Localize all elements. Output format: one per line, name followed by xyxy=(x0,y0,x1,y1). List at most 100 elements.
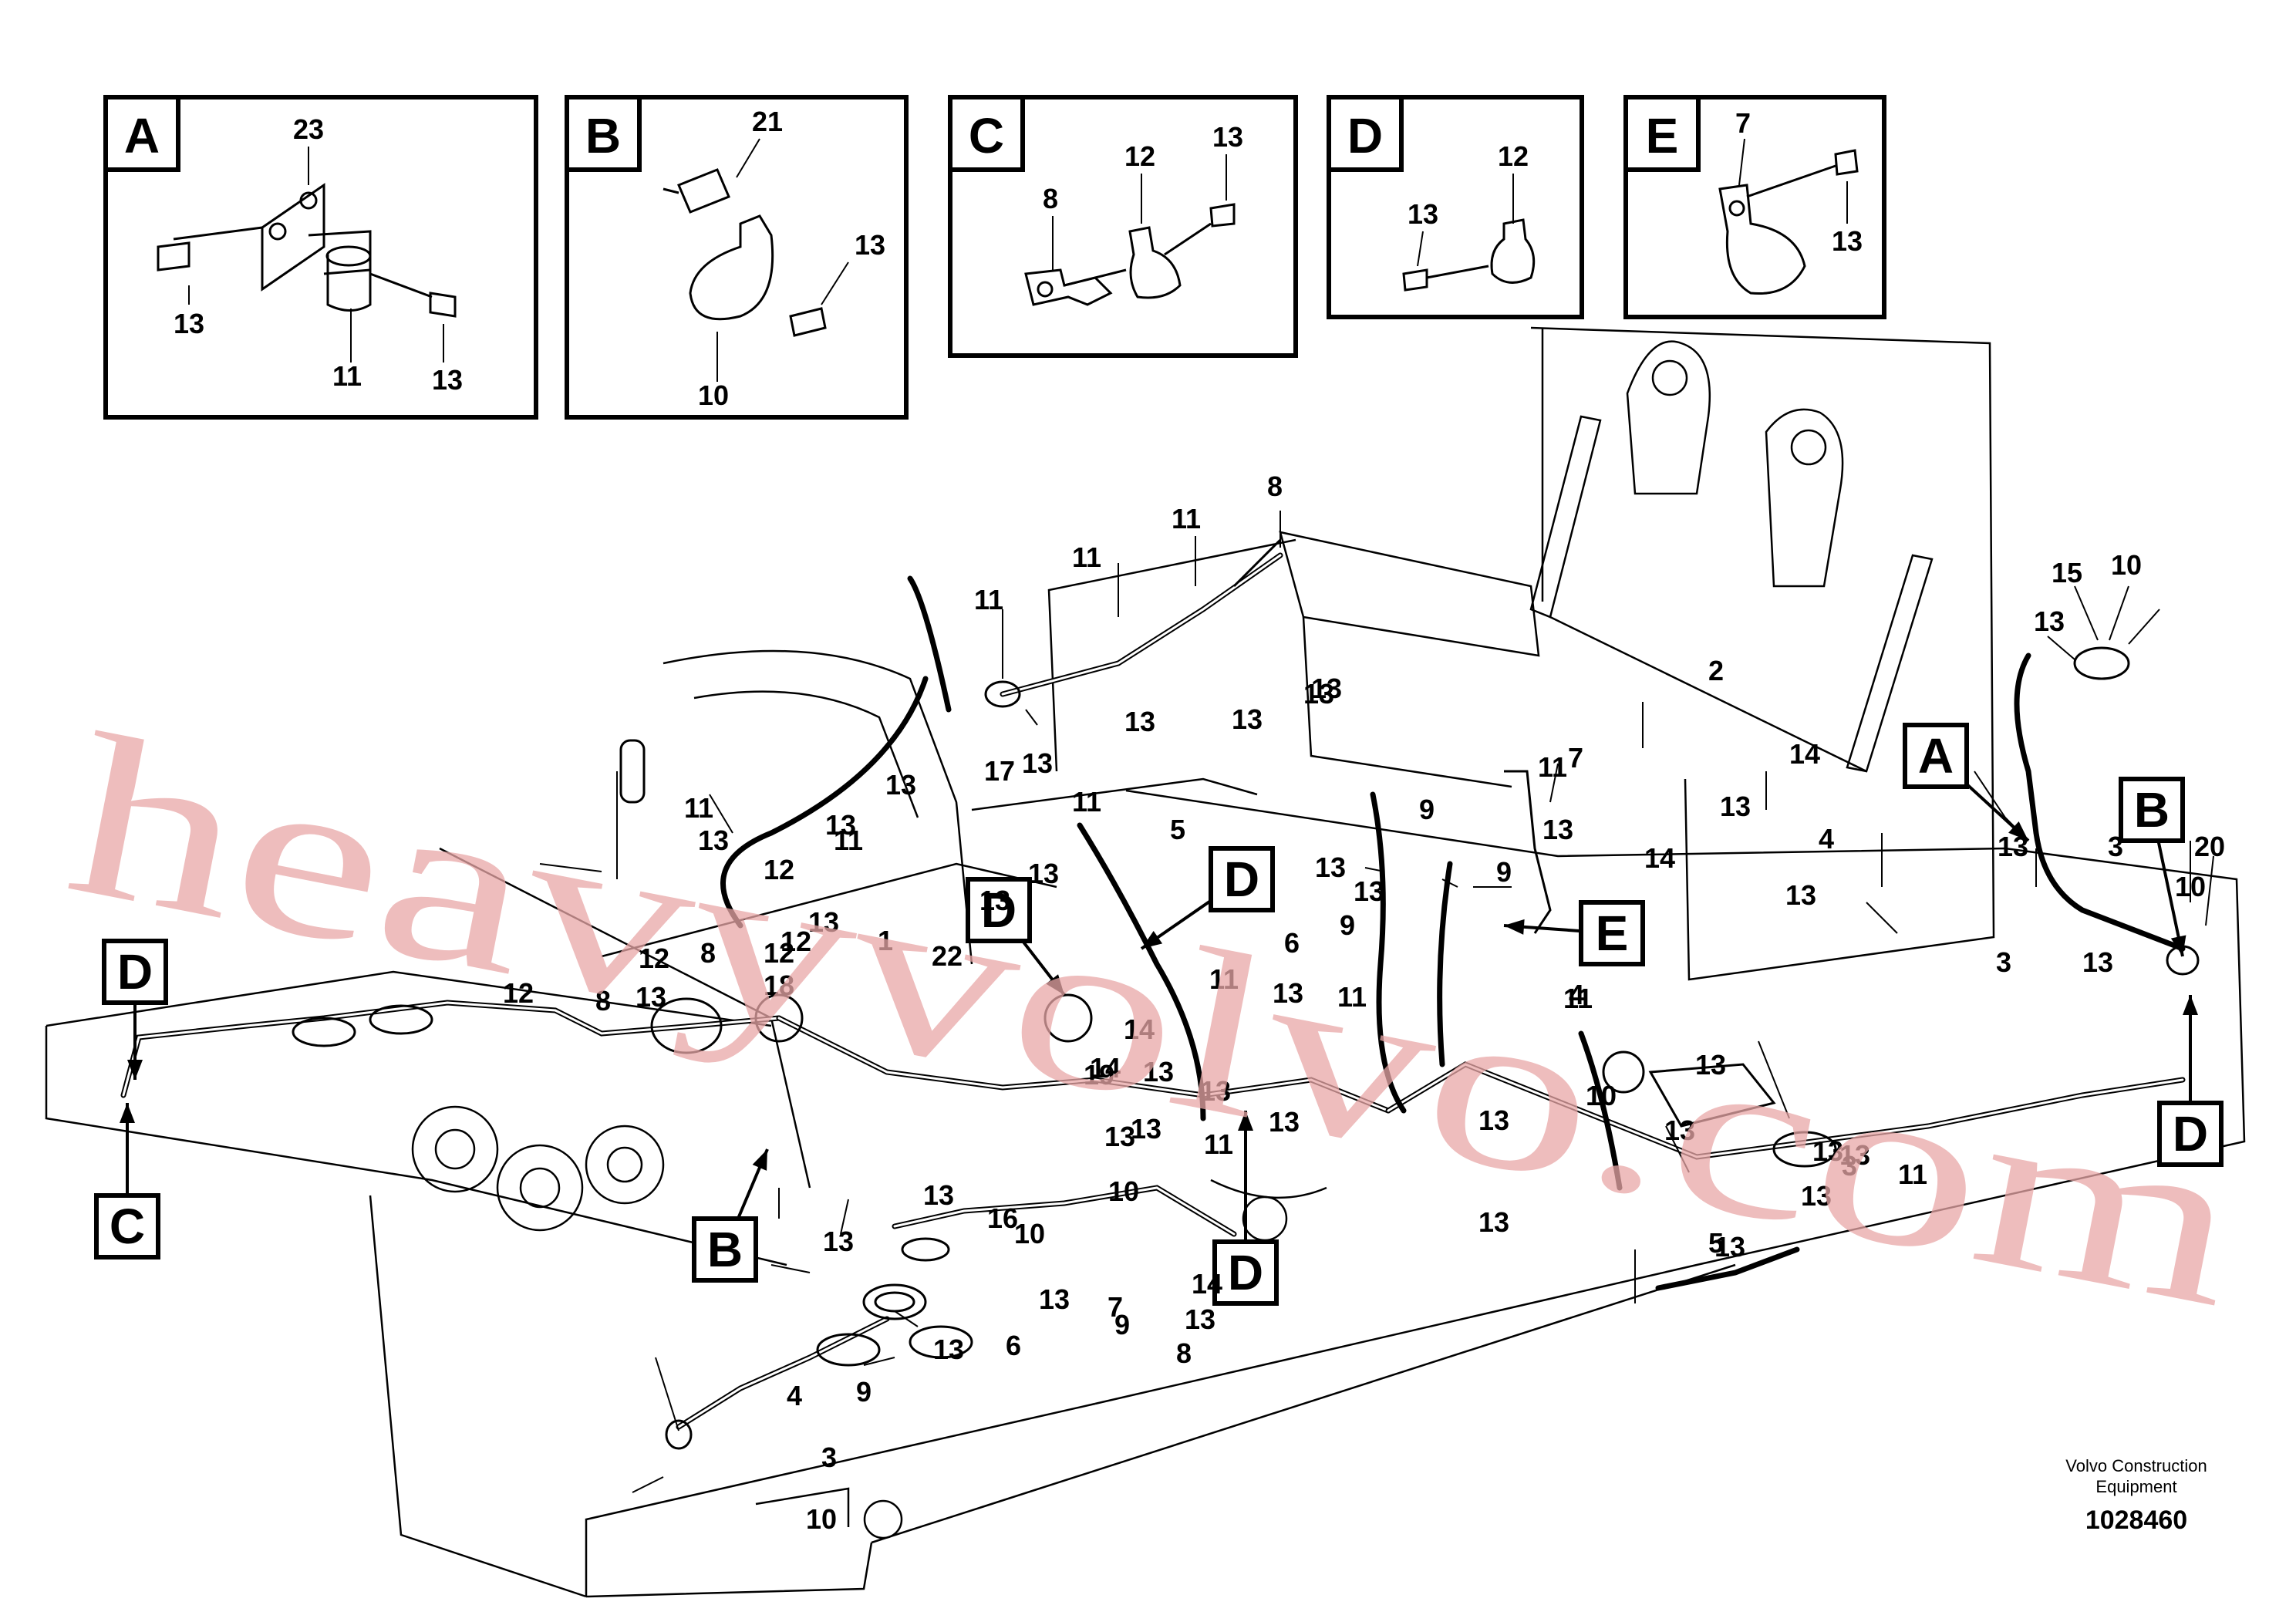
detail-box-c-letter: C xyxy=(969,108,1004,164)
part-callout: 13 xyxy=(1812,1135,1843,1167)
part-callout: 8 xyxy=(700,937,716,969)
part-callout: 13 xyxy=(698,824,729,856)
detail-ref-box xyxy=(692,1216,758,1283)
detail-e-part-2: 13 xyxy=(1832,225,1863,257)
detail-box-b: B 21 13 10 xyxy=(565,95,909,420)
part-callout: 13 xyxy=(1311,673,1342,704)
detail-ref-box xyxy=(1579,900,1645,966)
part-callout: 10 xyxy=(806,1503,837,1535)
part-callout: 13 xyxy=(823,1226,854,1257)
part-callout: 13 xyxy=(1478,1104,1509,1136)
detail-ref-box xyxy=(966,877,1032,943)
detail-box-a: A 23 13 11 13 xyxy=(103,95,538,420)
part-callout: 9 xyxy=(1114,1309,1130,1340)
part-callout: 13 xyxy=(1143,1056,1174,1088)
part-callout: 12 xyxy=(764,854,794,885)
part-callout: 13 xyxy=(923,1179,954,1211)
part-callout: 13 xyxy=(1695,1049,1726,1081)
detail-ref-arrowhead xyxy=(120,1103,135,1123)
detail-ref-marker: E xyxy=(1503,900,1645,966)
detail-ref-box xyxy=(1209,846,1275,912)
detail-ref-arrowhead xyxy=(1238,1111,1253,1131)
part-callout: 13 xyxy=(933,1334,964,1365)
detail-c-part-3: 8 xyxy=(1043,183,1058,214)
part-callout: 18 xyxy=(764,969,794,1001)
part-callout: 13 xyxy=(1801,1180,1832,1212)
part-callout: 6 xyxy=(1284,927,1300,959)
part-callout: 16 xyxy=(987,1202,1018,1234)
part-callout: 5 xyxy=(1170,814,1185,845)
part-callout: 11 xyxy=(1072,541,1101,573)
part-callout: 8 xyxy=(595,985,611,1017)
part-callout: 3 xyxy=(2108,831,2123,862)
detail-box-c: C 13 12 8 xyxy=(948,95,1298,358)
part-callout: 13 xyxy=(1039,1283,1070,1315)
part-callout: 13 xyxy=(1131,1113,1161,1145)
detail-box-d-letter: D xyxy=(1347,108,1383,164)
part-callout: 4 xyxy=(1569,979,1584,1010)
detail-box-b-letter: B xyxy=(585,108,621,164)
part-callout: 14 xyxy=(1090,1052,1121,1084)
part-callout: 17 xyxy=(984,755,1015,787)
part-callout: 14 xyxy=(1124,1013,1155,1045)
leader-lines xyxy=(539,511,2214,1493)
part-callout: 12 xyxy=(764,937,794,969)
part-callout: 9 xyxy=(1496,856,1512,888)
part-callout: 3 xyxy=(1996,946,2011,978)
part-callout: 19 xyxy=(1084,1059,1114,1091)
detail-ref-letter: D xyxy=(981,882,1017,938)
part-callout: 6 xyxy=(1006,1330,1021,1361)
detail-box-e-letter: E xyxy=(1646,108,1679,164)
part-callout: 13 xyxy=(1785,879,1816,911)
detail-ref-marker: A xyxy=(1903,723,2030,842)
part-callout: 13 xyxy=(1124,706,1155,737)
part-callout: 10 xyxy=(2175,871,2206,902)
detail-ref-letter: A xyxy=(1918,728,1954,784)
part-callout: 5 xyxy=(1708,1227,1724,1259)
part-callout: 15 xyxy=(2052,557,2082,588)
part-callout: 10 xyxy=(1014,1218,1045,1249)
detail-ref-arrowhead xyxy=(752,1149,767,1171)
part-callout: 13 xyxy=(1104,1121,1135,1152)
detail-ref-arrowhead xyxy=(2170,935,2186,956)
detail-ref-box xyxy=(1212,1239,1279,1306)
part-callout: 11 xyxy=(1337,981,1367,1013)
detail-ref-box xyxy=(94,1193,160,1259)
credit-line-1: Volvo Construction xyxy=(2065,1456,2207,1475)
part-callout: 13 xyxy=(885,769,916,801)
part-callout: 9 xyxy=(856,1376,872,1408)
detail-ref-arrowhead xyxy=(1504,919,1525,935)
detail-ref-letter: C xyxy=(110,1199,145,1254)
part-callout: 10 xyxy=(1108,1175,1139,1207)
part-callout: 13 xyxy=(1354,875,1384,907)
part-callout: 3 xyxy=(1842,1150,1857,1182)
part-callout: 1 xyxy=(878,925,893,956)
detail-e-part-1: 7 xyxy=(1735,107,1751,139)
part-callout: 13 xyxy=(1273,977,1303,1009)
part-callout: 10 xyxy=(1586,1080,1617,1111)
part-callout: 13 xyxy=(1022,747,1053,779)
part-callout: 11 xyxy=(1072,786,1101,818)
part-callout: 11 xyxy=(1209,963,1239,995)
part-callout: 14 xyxy=(1192,1268,1222,1300)
part-callout: 13 xyxy=(1303,678,1334,710)
part-callout: 11 xyxy=(974,584,1003,615)
part-callout: 8 xyxy=(1176,1337,1192,1369)
detail-ref-marker: D xyxy=(102,939,168,1080)
detail-ref-box xyxy=(2119,777,2185,843)
detail-ref-arrowhead xyxy=(1141,930,1163,949)
detail-c-part-1: 13 xyxy=(1212,121,1243,153)
part-callout: 13 xyxy=(1269,1106,1300,1138)
detail-box-a-letter: A xyxy=(124,108,160,164)
part-callout: 14 xyxy=(1644,842,1675,874)
detail-ref-letter: B xyxy=(707,1222,743,1277)
part-callout: 13 xyxy=(808,906,839,938)
detail-ref-arrowhead xyxy=(127,1060,143,1080)
detail-box-e: E 7 13 xyxy=(1623,95,1886,319)
part-callout: 13 xyxy=(1478,1206,1509,1238)
part-callout: 11 xyxy=(684,792,713,824)
part-callout: 14 xyxy=(1789,738,1820,770)
part-callout: 11 xyxy=(1204,1128,1233,1160)
detail-a-part-4: 13 xyxy=(432,364,463,396)
